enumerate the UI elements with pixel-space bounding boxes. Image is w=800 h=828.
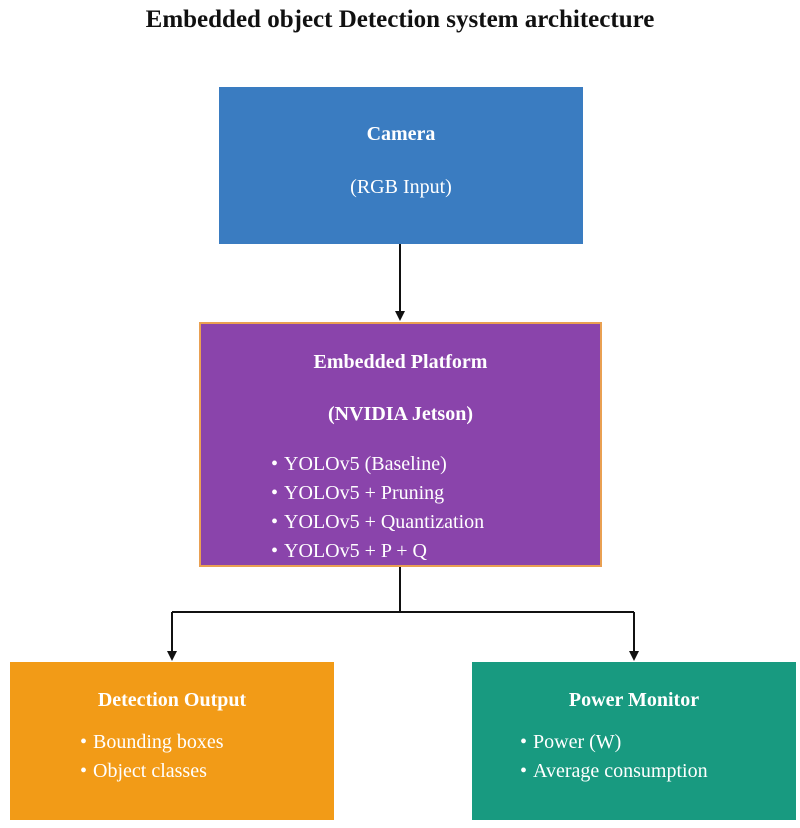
platform-title: Embedded Platform — [313, 351, 488, 373]
embedded-platform-node: Embedded Platform (NVIDIA Jetson) YOLOv5… — [199, 322, 602, 567]
list-item: YOLOv5 (Baseline) — [271, 450, 600, 479]
detection-output-node: Detection Output Bounding boxes Object c… — [10, 662, 334, 820]
list-item: Power (W) — [520, 728, 796, 757]
power-title: Power Monitor — [568, 689, 700, 711]
list-item: YOLOv5 + Quantization — [271, 508, 600, 537]
model-variant-list: YOLOv5 (Baseline) YOLOv5 + Pruning YOLOv… — [271, 450, 600, 566]
list-item: Bounding boxes — [80, 728, 334, 757]
platform-subtitle: (NVIDIA Jetson) — [328, 403, 473, 425]
power-monitor-node: Power Monitor Power (W) Average consumpt… — [472, 662, 796, 820]
list-item: YOLOv5 + P + Q — [271, 537, 600, 566]
camera-subtitle: (RGB Input) — [350, 176, 452, 198]
power-item-list: Power (W) Average consumption — [520, 728, 796, 786]
diagram-title: Embedded object Detection system archite… — [145, 6, 655, 33]
detection-title: Detection Output — [97, 689, 247, 711]
detection-item-list: Bounding boxes Object classes — [80, 728, 334, 786]
list-item: Object classes — [80, 757, 334, 786]
list-item: Average consumption — [520, 757, 796, 786]
camera-node: Camera (RGB Input) — [219, 87, 583, 244]
camera-title: Camera — [366, 123, 436, 145]
list-item: YOLOv5 + Pruning — [271, 479, 600, 508]
